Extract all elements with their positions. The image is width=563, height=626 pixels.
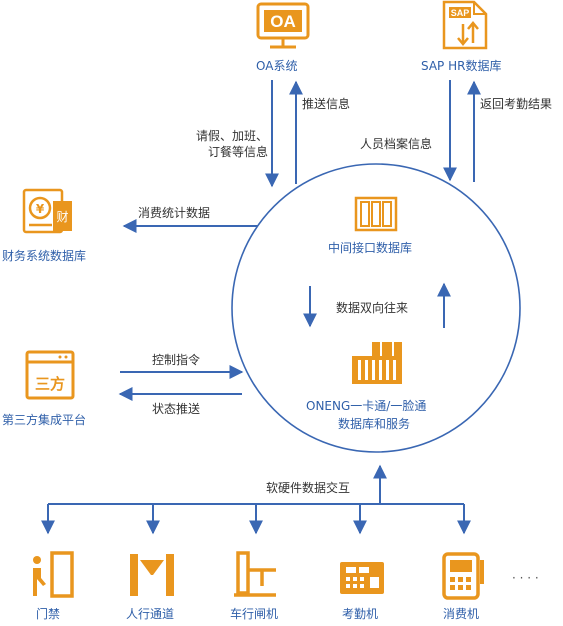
push-info-label: 推送信息: [302, 97, 351, 111]
leave-request-label: 请假、加班、 订餐等信息: [196, 129, 269, 159]
sap-label: SAP HR数据库: [421, 59, 502, 73]
oneng-label-line2: 数据库和服务: [338, 417, 411, 431]
device-label-attendance: 考勤机: [342, 607, 379, 621]
bidirectional-label: 数据双向往来: [336, 301, 409, 315]
sap-icon-text: SAP: [451, 8, 470, 18]
oneng-server-icon: [352, 342, 402, 384]
middle-db-label: 中间接口数据库: [328, 241, 413, 255]
third-party-icon: 三方: [25, 350, 75, 400]
status-push-label: 状态推送: [152, 402, 201, 416]
personnel-archive-label: 人员档案信息: [360, 137, 433, 151]
finance-label: 财务系统数据库: [2, 249, 87, 263]
oneng-label-line1: ONENG一卡通/一脸通: [306, 399, 427, 413]
device-label-vehicle: 车行闸机: [230, 607, 279, 621]
third-party-label: 第三方集成平台: [2, 413, 87, 427]
device-label-pedestrian: 人行通道: [126, 607, 175, 621]
middle-db-icon: [354, 196, 398, 232]
svg-text:¥: ¥: [36, 202, 45, 216]
hw-sw-exchange-label: 软硬件数据交互: [266, 481, 351, 495]
finance-icon: ¥ 财: [22, 188, 72, 234]
pedestrian-gate-icon: [130, 554, 174, 596]
consumption-stats-label: 消费统计数据: [138, 206, 211, 220]
pos-terminal-icon: [442, 552, 484, 600]
return-attendance-label: 返回考勤结果: [480, 97, 553, 111]
third-party-icon-text: 三方: [35, 375, 65, 393]
oa-label: OA系统: [256, 59, 298, 73]
oa-icon: OA: [256, 2, 310, 49]
core-circle: [231, 163, 521, 453]
device-label-door: 门禁: [36, 607, 61, 621]
sap-icon: SAP: [442, 0, 488, 50]
vehicle-barrier-icon: [234, 551, 276, 597]
finance-icon-text: 财: [56, 210, 68, 224]
attendance-machine-icon: [340, 562, 384, 594]
device-label-pos: 消费机: [443, 607, 480, 621]
door-access-icon: [33, 551, 74, 598]
more-devices-ellipsis: · · · ·: [512, 571, 539, 585]
control-command-label: 控制指令: [152, 353, 201, 367]
oa-icon-text: OA: [270, 12, 296, 31]
